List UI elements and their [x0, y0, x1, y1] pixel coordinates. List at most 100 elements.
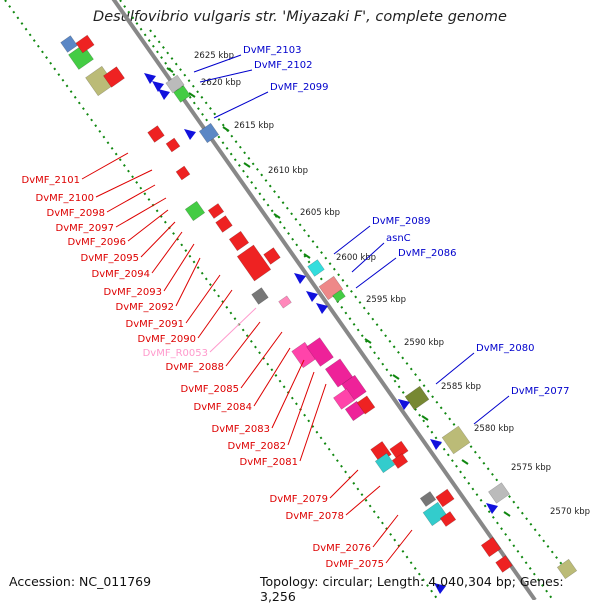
scale-tick-label: 2615 kbp [234, 121, 274, 131]
scale-tick [166, 67, 174, 73]
scale-tick-label: 2610 kbp [268, 166, 308, 176]
label-leader [271, 359, 305, 429]
label-leader [81, 152, 129, 180]
accession-text: Accession: NC_011769 [9, 574, 152, 589]
gene-label: DvMF_2096 [68, 237, 126, 248]
gene-label: DvMF_2095 [81, 253, 139, 264]
gene-feature [419, 491, 437, 507]
gene-feature [60, 35, 78, 53]
label-leader [329, 469, 359, 499]
gene-label: DvMF_2094 [92, 269, 150, 280]
scale-tick-label: 2570 kbp [550, 507, 590, 517]
gene-label: DvMF_2091 [126, 319, 184, 330]
gene-feature [215, 215, 233, 233]
scale-tick-label: 2590 kbp [404, 338, 444, 348]
gene-label: DvMF_2078 [286, 511, 344, 522]
gene-features [60, 34, 578, 594]
gene-feature [495, 555, 513, 573]
gene-arrow [434, 583, 446, 594]
gene-arrow [144, 73, 156, 84]
scale-tick-label: 2595 kbp [366, 295, 406, 305]
gene-feature [228, 230, 250, 252]
gene-label: DvMF_2100 [36, 193, 94, 204]
scale-tick [273, 213, 281, 219]
label-leader [175, 257, 201, 307]
gene-arrow [152, 81, 164, 92]
gene-feature [165, 74, 185, 94]
scale-tick-label: 2585 kbp [441, 382, 481, 392]
scale-tick [503, 511, 511, 517]
scale-tick [421, 415, 429, 421]
gene-feature [439, 511, 457, 527]
gene-arrow [316, 303, 328, 314]
gene-feature [236, 244, 272, 282]
gene-feature [556, 558, 578, 580]
label-leader [435, 352, 475, 385]
gene-arrow [430, 439, 442, 450]
gene-label: DvMF_2097 [56, 223, 114, 234]
label-leader [473, 395, 510, 425]
gene-feature [68, 44, 94, 70]
label-leader [333, 225, 371, 255]
scale-tick [392, 374, 400, 380]
gene-feature [175, 165, 191, 181]
gene-feature [374, 452, 396, 474]
label-leader [115, 197, 167, 228]
gene-label: DvMF_2098 [47, 208, 105, 219]
gene-label: DvMF_2089 [372, 216, 430, 227]
scale-tick-label: 2580 kbp [474, 424, 514, 434]
label-leader [163, 243, 195, 292]
gene-arrow [486, 503, 498, 514]
gene-label: DvMF_2085 [181, 384, 239, 395]
gene-feature [488, 482, 510, 504]
gene-label: asnC [386, 233, 411, 244]
gene-label: DvMF_2088 [166, 362, 224, 373]
gene-feature [263, 247, 281, 265]
gene-label: DvMF_2077 [511, 386, 569, 397]
label-leader [385, 529, 413, 564]
label-leader [199, 69, 253, 83]
label-leader [197, 289, 233, 339]
gene-label: DvMF_R0053 [143, 348, 208, 359]
gene-label: DvMF_2080 [476, 343, 534, 354]
scale-tick [461, 459, 469, 465]
label-leader [127, 209, 169, 242]
scale-tick-label: 2625 kbp [194, 51, 234, 61]
scale-tick-label: 2620 kbp [201, 78, 241, 88]
label-leader [151, 231, 183, 274]
label-leader [140, 221, 176, 258]
outer-dotted-track [149, 29, 571, 576]
gene-label: DvMF_2081 [240, 457, 298, 468]
gene-feature [251, 287, 269, 305]
label-leader [299, 383, 327, 462]
gene-label: DvMF_2086 [398, 248, 456, 259]
label-leader [213, 91, 269, 119]
label-leader [253, 347, 291, 407]
gene-label: DvMF_2082 [228, 441, 286, 452]
gene-feature [422, 501, 448, 527]
gene-feature [306, 337, 334, 367]
label-leader [355, 257, 397, 289]
tick-track [119, 0, 554, 600]
gene-label: DvMF_2093 [104, 287, 162, 298]
label-leader [287, 371, 315, 446]
gene-feature [198, 122, 220, 144]
gene-feature [435, 488, 455, 508]
label-leader [345, 485, 381, 516]
gene-arrow [306, 291, 318, 302]
gene-label: DvMF_2084 [194, 402, 252, 413]
label-leader [372, 514, 399, 548]
scale-tick-label: 2605 kbp [300, 208, 340, 218]
label-leader [225, 321, 261, 367]
gene-label: DvMF_2076 [313, 543, 371, 554]
label-leader [185, 274, 221, 324]
gene-feature [404, 385, 430, 411]
gene-label: DvMF_2083 [212, 424, 270, 435]
scale-tick [243, 162, 251, 168]
scale-tick [222, 126, 230, 132]
gene-label: DvMF_2092 [116, 302, 174, 313]
gene-feature [333, 388, 355, 410]
scale-tick [303, 253, 311, 259]
gene-feature [147, 125, 165, 143]
